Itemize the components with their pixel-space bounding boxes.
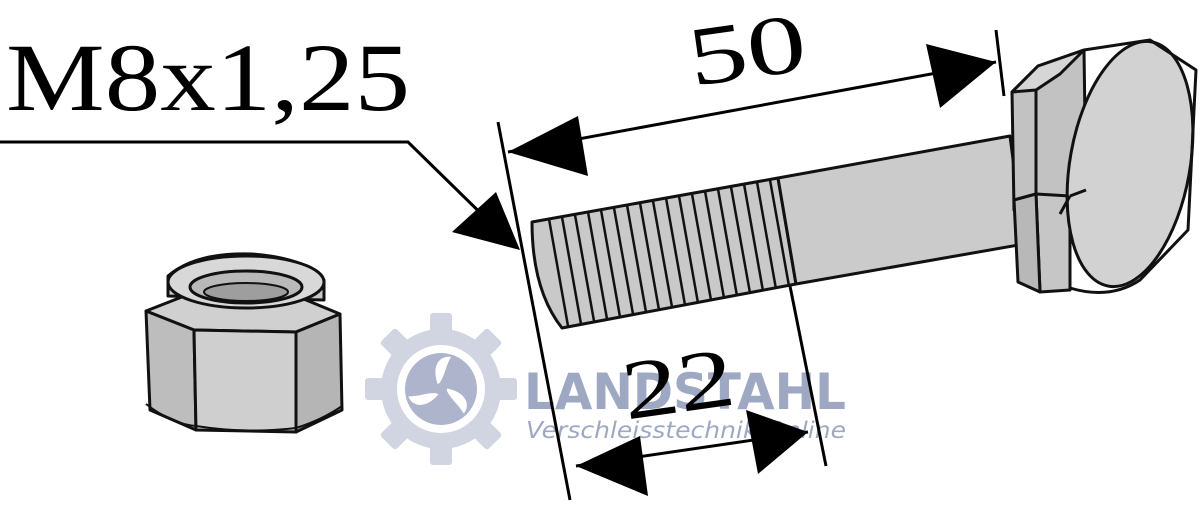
arrow-50-right [926,44,996,108]
watermark: LANDSTAHL Verschleisstechnik Online [365,313,846,465]
bolt-head [1010,38,1198,294]
dimension-line-50 [507,60,997,154]
gear-logo-icon [365,313,517,465]
arrow-leader [452,192,520,250]
arrow-50-left [508,116,588,176]
arrow-22-left [576,436,648,496]
thread-length-dimension-label: 22 [616,331,740,439]
bolt-shank [776,134,1026,286]
watermark-brand: LANDSTAHL [524,363,846,421]
extension-line-thread [788,285,828,467]
bolt-thread [530,176,798,330]
arrow-22-right [746,410,808,474]
extension-line-left [496,121,572,501]
hex-bolt [530,38,1198,330]
length-dimension-label: 50 [682,0,812,105]
thread-spec-label: M8x1,25 [6,24,410,131]
extension-line-head [994,29,1006,97]
leader-line [0,140,506,238]
arrowheads [452,44,996,496]
lock-nut [144,252,344,434]
